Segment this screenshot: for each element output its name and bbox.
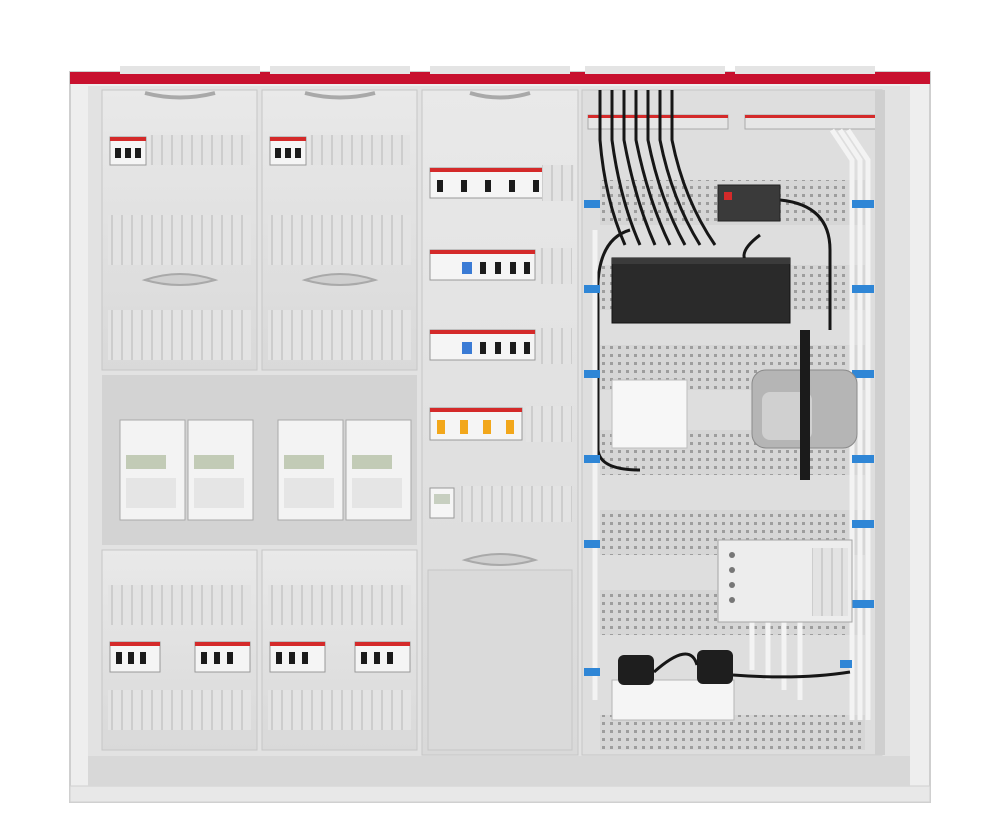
network-switch-top [612, 258, 790, 264]
poe-adapter-logo [724, 192, 732, 200]
vent-strip-2 [268, 215, 411, 265]
energy-meter-2 [187, 419, 254, 521]
router-icon [751, 330, 858, 480]
handle-3[interactable] [141, 273, 219, 286]
power-strip [611, 679, 735, 721]
breaker-row-2[interactable] [429, 249, 536, 281]
handle-5[interactable] [469, 91, 531, 100]
handle-6[interactable] [461, 553, 539, 566]
right-mounting-rail [875, 90, 885, 755]
distribution-field-center [421, 89, 579, 756]
vent-strip-11 [542, 165, 574, 201]
energy-meter-icon [119, 419, 412, 521]
vent-strip-12 [540, 248, 572, 284]
power-strip-icon [611, 650, 851, 721]
top-red-trim [70, 72, 930, 84]
white-coax-cables [592, 128, 871, 720]
perforated-rail-7 [600, 715, 865, 750]
vent-strip-4 [268, 310, 411, 360]
vent-strip-7 [108, 585, 251, 625]
multiswitch-port-1[interactable] [729, 552, 735, 558]
bottom-frame [69, 785, 931, 803]
adapter-cable [653, 652, 699, 674]
energy-meter-1 [119, 419, 186, 521]
terminal-strip-left-red [588, 115, 728, 118]
multiswitch-vent [812, 548, 848, 616]
multiswitch-port-4[interactable] [729, 597, 735, 603]
vent-strip-8 [268, 585, 411, 625]
vent-strip-14 [526, 406, 572, 442]
router-cable-holder [800, 330, 810, 480]
network-switch-icon [611, 257, 791, 324]
timer-module[interactable] [429, 487, 455, 519]
communication-field-right [581, 89, 885, 756]
vent-strip-10 [268, 690, 411, 730]
power-adapter-icon [717, 184, 781, 222]
handle-4[interactable] [301, 273, 379, 286]
top-entry-3 [430, 66, 570, 74]
power-adapter-2 [697, 650, 733, 684]
adapter-cable-2 [732, 670, 851, 679]
lower-breaker-group-4[interactable] [354, 641, 411, 673]
energy-meter-4 [345, 419, 412, 521]
poe-adapter [717, 184, 781, 222]
network-switch [611, 257, 791, 324]
top-entry-1 [120, 66, 260, 74]
center-lower-cover [427, 569, 573, 751]
lower-breaker-group-1[interactable] [109, 641, 161, 673]
handle-2[interactable] [304, 91, 376, 100]
handle-1[interactable] [144, 91, 216, 100]
lower-breaker-group-2[interactable] [194, 641, 251, 673]
main-breaker-right[interactable] [269, 136, 307, 166]
breaker-row-3[interactable] [429, 329, 536, 361]
main-breaker-left[interactable] [109, 136, 147, 166]
junction-box [611, 379, 688, 449]
vent-strip-9 [108, 690, 251, 730]
vent-strip-6 [310, 135, 410, 165]
black-patch-cables [596, 90, 832, 472]
blue-cable-clips [584, 200, 874, 676]
meter-field-left [101, 89, 418, 751]
terminal-strip-right-red [745, 115, 880, 118]
energy-meter-3 [277, 419, 344, 521]
multiswitch-port-3[interactable] [729, 582, 735, 588]
vent-strip-13 [540, 328, 572, 364]
base-plinth [88, 756, 910, 786]
power-adapter-1 [618, 655, 654, 685]
satellite-multiswitch-icon [717, 539, 853, 623]
vent-strip-3 [108, 310, 251, 360]
top-entry-4 [585, 66, 725, 74]
vent-strip-15 [460, 486, 572, 522]
top-entry-2 [270, 66, 410, 74]
vent-strip-5 [150, 135, 250, 165]
top-entry-5 [735, 66, 875, 74]
lower-breaker-group-3[interactable] [269, 641, 326, 673]
breaker-row-1[interactable] [429, 167, 551, 199]
router-front [762, 392, 812, 440]
circuit-breaker-icon [429, 167, 551, 519]
vent-strip-1 [108, 215, 251, 265]
multiswitch-port-2[interactable] [729, 567, 735, 573]
breaker-row-4[interactable] [429, 407, 523, 441]
